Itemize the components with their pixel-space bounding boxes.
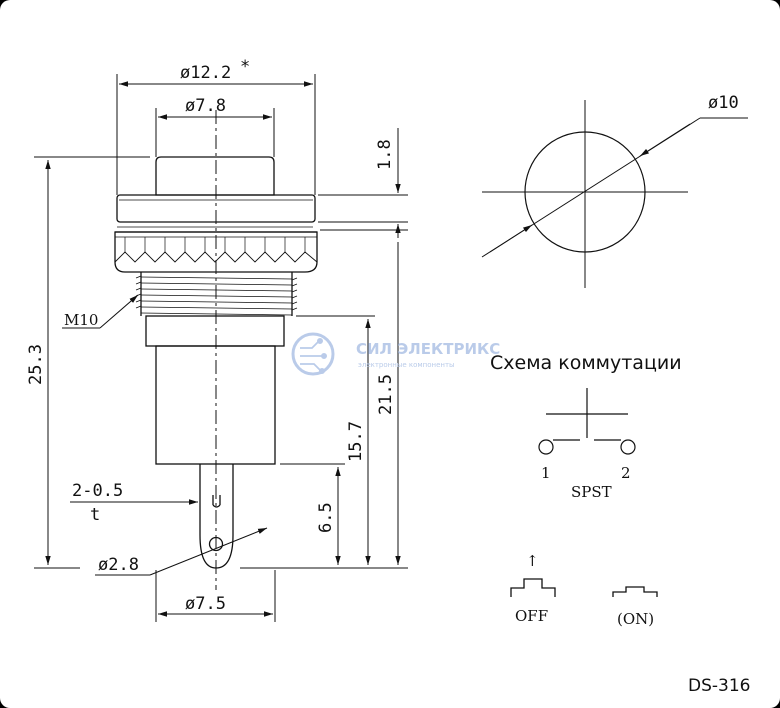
state-off-symbol	[510, 578, 556, 597]
state-on-label: (ON)	[617, 610, 654, 628]
knurled-nut	[114, 226, 318, 273]
watermark-name: СИЛ ЭЛЕКТРИКС	[356, 340, 500, 358]
switch-type-label: SPST	[571, 483, 612, 501]
terminal-thickness-top: 2-0.5	[72, 481, 123, 501]
dimension-lines	[34, 74, 408, 622]
hole-dia-label: ø2.8	[98, 555, 139, 575]
watermark: СИЛ ЭЛЕКТРИКС электронные компоненты	[291, 332, 500, 376]
model-code: DS-316	[688, 676, 750, 696]
schematic-title: Схема коммутации	[490, 352, 682, 374]
spst-symbol	[538, 388, 636, 455]
state-off-label: OFF	[515, 607, 548, 625]
body-height-label: 21.5	[376, 374, 396, 415]
flange-dia-label: ø12.2	[180, 63, 231, 83]
pin-1-label: 1	[541, 464, 551, 482]
body-dia-label: ø7.5	[185, 594, 226, 614]
panel-hole-view	[481, 100, 748, 288]
flange-mark: *	[240, 57, 250, 77]
terminal-thickness-bottom: t	[90, 505, 100, 525]
button-cap	[155, 156, 275, 196]
panel-hole-dia-label: ø10	[708, 93, 739, 113]
watermark-logo-icon	[291, 332, 335, 376]
press-arrow-icon: ↑	[526, 552, 539, 570]
dimension-labels: ø12.2 * ø7.8 1.8 M10 25.3 21.5 15.7 6.5 …	[26, 57, 739, 614]
button-dia-label: ø7.8	[185, 96, 226, 116]
pin-2-label: 2	[621, 464, 631, 482]
watermark-tagline: электронные компоненты	[358, 361, 455, 369]
switch-side-view	[114, 110, 318, 590]
cap-height-label: 1.8	[375, 139, 395, 170]
thread-label: M10	[64, 311, 98, 329]
total-height-label: 25.3	[26, 344, 46, 385]
terminal-height-label: 6.5	[316, 502, 336, 533]
switch-body	[145, 315, 285, 347]
inner-height-label: 15.7	[346, 421, 366, 462]
state-on-symbol	[612, 586, 658, 597]
